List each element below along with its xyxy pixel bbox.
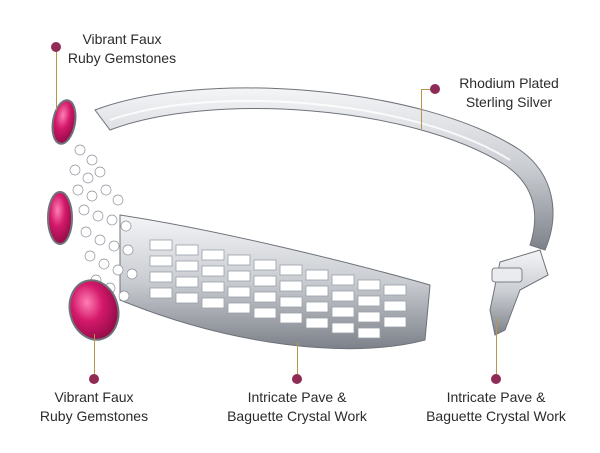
callout-bottom-left: Vibrant Faux Ruby Gemstones (34, 388, 154, 426)
callout-bottom-right-line1: Intricate Pave & (446, 389, 546, 405)
callout-top-left-line2: Ruby Gemstones (67, 50, 177, 66)
baguette-crystals (149, 239, 407, 339)
callout-top-right: Rhodium Plated Sterling Silver (444, 74, 574, 112)
leader-bottom-right (496, 318, 497, 374)
leader-top-right-h (421, 89, 431, 90)
ruby-stones (47, 99, 120, 341)
callout-bottom-center-line2: Baguette Crystal Work (227, 408, 367, 424)
clasp (489, 249, 549, 336)
callout-bottom-center: Intricate Pave & Baguette Crystal Work (217, 388, 377, 426)
dot-top-left (51, 42, 61, 52)
bracelet-band-groove (109, 99, 511, 161)
callout-bottom-center-line1: Intricate Pave & (247, 389, 347, 405)
callout-bottom-right: Intricate Pave & Baguette Crystal Work (416, 388, 576, 426)
callout-top-right-line2: Sterling Silver (465, 94, 553, 110)
leader-top-right (421, 89, 422, 129)
callout-top-left-line1: Vibrant Faux (82, 31, 162, 47)
dot-bottom-left (89, 374, 99, 384)
callout-bottom-left-line1: Vibrant Faux (54, 389, 134, 405)
dot-bottom-center (292, 374, 302, 384)
callout-top-right-line1: Rhodium Plated (459, 75, 559, 91)
callout-bottom-left-line2: Ruby Gemstones (39, 408, 149, 424)
leader-top-left (56, 50, 57, 110)
leader-bottom-left (94, 334, 95, 374)
dot-top-right (430, 84, 440, 94)
callout-top-left: Vibrant Faux Ruby Gemstones (62, 30, 182, 68)
leader-bottom-center (297, 342, 298, 374)
callout-bottom-right-line2: Baguette Crystal Work (426, 408, 566, 424)
dot-bottom-right (491, 374, 501, 384)
